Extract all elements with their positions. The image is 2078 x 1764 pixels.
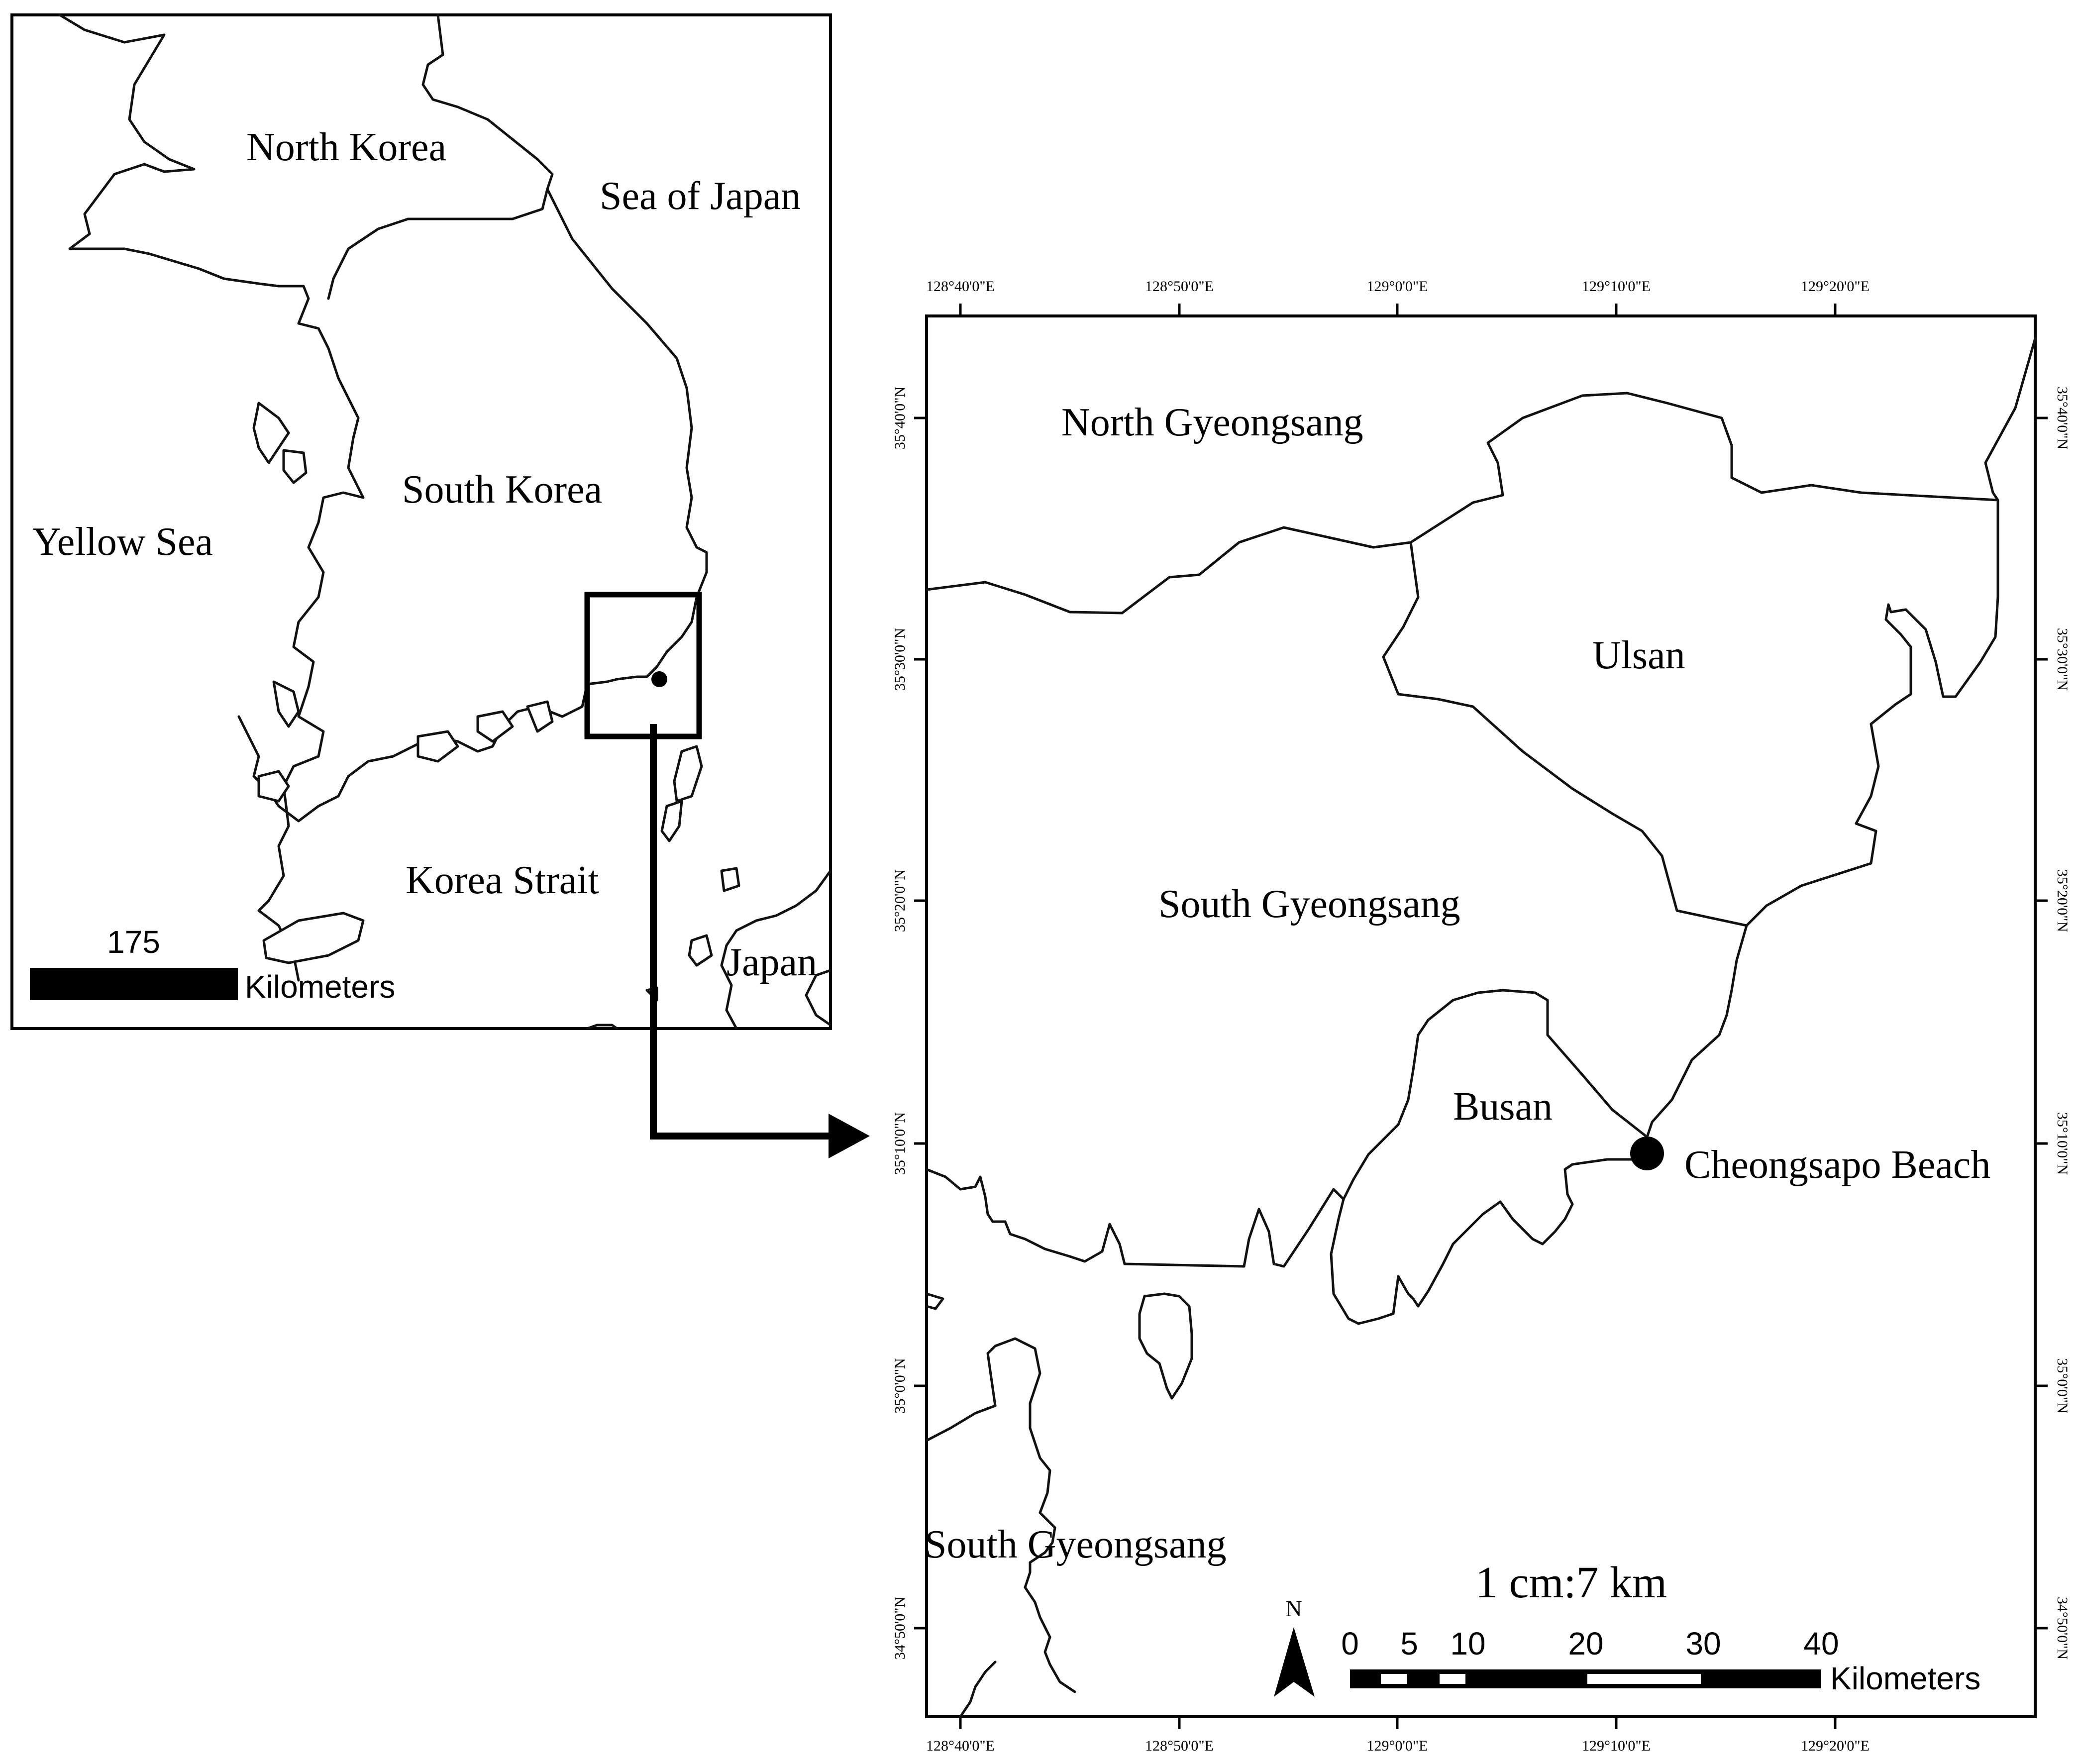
lat-label-left-5: 35°0'0"N [892,1358,908,1413]
overview-site-marker [651,671,667,687]
scale-ratio-text: 1 cm:7 km [1475,1558,1667,1607]
north-arrow-icon [1274,1627,1315,1697]
scale-tick-10: 10 [1450,1626,1485,1661]
overview-scale-unit: Kilometers [245,969,395,1005]
label-cheongsapo-beach: Cheongsapo Beach [1684,1143,1990,1187]
lon-label-bottom-4: 129°10'0"E [1582,1738,1651,1754]
tsushima-island-north [673,745,703,803]
detail-scale-bar: 0 5 10 20 30 40 Kilometers [1341,1626,1980,1696]
label-busan: Busan [1453,1085,1553,1129]
overview-map-frame [10,13,832,1030]
boundary-north-south-gyeongsang [925,526,1412,615]
lon-label-bottom-1: 128°40'0"E [926,1738,995,1754]
lon-label-bottom-3: 129°0'0"E [1367,1738,1428,1754]
latitude-labels-right: 35°40'0"N 35°30'0"N 35°20'0"N 35°10'0"N … [2054,387,2071,1660]
label-sea-of-japan: Sea of Japan [600,174,801,218]
scale-tick-20: 20 [1568,1626,1603,1661]
southwest-island-1 [272,680,300,728]
scale-bar-segment-white-1 [1381,1674,1407,1684]
north-korea-north-coast [421,13,554,191]
area-of-interest-box [584,592,702,739]
scale-bar-outline [1350,1669,1821,1688]
latitude-ticks [914,416,2048,1630]
label-north-korea: North Korea [246,125,446,169]
detail-map: 128°40'0"E 128°50'0"E 129°0'0"E 129°10'0… [892,278,2071,1754]
north-arrow-label: N [1285,1596,1302,1621]
label-north-gyeongsang: North Gyeongsang [1061,401,1363,444]
detail-map-frame [925,314,2037,1718]
scale-bar-segment-white-2 [1440,1674,1465,1684]
lat-label-left-3: 35°20'0"N [892,869,908,932]
lat-label-right-6: 34°50'0"N [2054,1597,2071,1660]
detail-scale-unit: Kilometers [1830,1660,1980,1696]
tsushima-island-south [660,800,683,842]
lon-label-top-3: 129°0'0"E [1367,278,1428,295]
arrow-head-icon [829,1114,870,1158]
lon-label-top-1: 128°40'0"E [926,278,995,295]
boundary-busan-ulsan [1646,924,1748,1139]
overview-scale-bar-rect [30,968,238,1000]
detail-island-2 [925,1292,944,1310]
scale-tick-0: 0 [1341,1626,1359,1661]
label-south-gyeongsang-lower: South Gyeongsang [925,1523,1227,1566]
connector-arrow [650,724,870,1158]
lat-label-right-5: 35°0'0"N [2054,1358,2071,1413]
label-yellow-sea: Yellow Sea [32,520,213,564]
overview-map: North Korea Sea of Japan South Korea Yel… [10,13,832,1030]
label-south-gyeongsang: South Gyeongsang [1158,882,1460,926]
label-korea-strait: Korea Strait [406,858,599,902]
overview-scale-bar: 175 Kilometers [30,924,395,1005]
west-coast-island-2 [282,449,308,484]
detail-island-1 [1138,1292,1193,1400]
lat-label-right-2: 35°30'0"N [2054,628,2071,691]
lat-label-left-6: 34°50'0"N [892,1597,908,1660]
latitude-labels-left: 35°40'0"N 35°30'0"N 35°20'0"N 35°10'0"N … [892,387,908,1660]
label-ulsan: Ulsan [1592,633,1685,677]
japan-kyushu-coast [586,869,832,1030]
lon-label-top-5: 129°20'0"E [1801,278,1870,295]
north-arrow: N [1274,1596,1315,1697]
label-south-korea: South Korea [402,468,602,512]
longitude-labels-bottom: 128°40'0"E 128°50'0"E 129°0'0"E 129°10'0… [926,1738,1870,1754]
longitude-ticks [959,304,1837,1729]
lat-label-left-2: 35°30'0"N [892,628,908,691]
south-coast-island-1 [416,730,459,763]
overview-scale-value: 175 [107,924,160,960]
korea-east-coastline [327,188,708,686]
korea-peninsula-coastline [58,13,365,982]
japan-small-island [720,867,740,892]
longitude-labels-top: 128°40'0"E 128°50'0"E 129°0'0"E 129°10'0… [926,278,1870,295]
scale-bar-segment-white-3 [1587,1674,1701,1684]
lon-label-top-4: 129°10'0"E [1582,278,1651,295]
lat-label-left-4: 35°10'0"N [892,1112,908,1175]
lon-label-bottom-5: 129°20'0"E [1801,1738,1870,1754]
southwest-island-2 [257,770,290,803]
west-coast-island-1 [252,402,290,464]
boundary-busan-west [1342,989,1649,1201]
lat-label-right-1: 35°40'0"N [2054,387,2071,449]
lon-label-bottom-2: 128°50'0"E [1145,1738,1214,1754]
label-japan: Japan [727,940,817,984]
south-gyeongsang-south-coast [925,1136,1649,1325]
south-gyeongsang-lower-coast [925,1337,1076,1718]
scale-tick-5: 5 [1400,1626,1418,1661]
scale-tick-40: 40 [1803,1626,1839,1661]
lat-label-right-4: 35°10'0"N [2054,1112,2071,1175]
lat-label-left-1: 35°40'0"N [892,387,908,449]
lon-label-top-2: 128°50'0"E [1145,278,1214,295]
boundary-ulsan [1382,337,2037,927]
south-coast-island-3 [526,700,554,733]
lat-label-right-3: 35°20'0"N [2054,869,2071,932]
connector-line [650,724,833,1140]
jeju-island [262,912,365,964]
cheongsapo-beach-marker [1630,1137,1664,1170]
south-coast-island-2 [476,710,514,743]
scale-tick-30: 30 [1685,1626,1721,1661]
